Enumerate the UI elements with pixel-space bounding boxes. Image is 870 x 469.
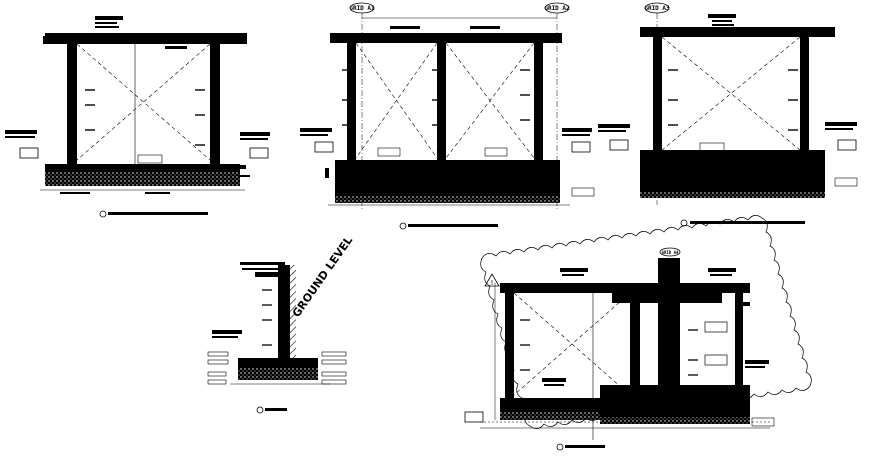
roof-slab [45,33,247,44]
section-1 [5,16,270,218]
wall-footing-detail: GROUND LEVEL [207,234,355,414]
grid-label-a4: GRID A4 [662,250,679,255]
section-3: GRID A3 [598,2,858,227]
right-wall [210,44,220,164]
grid-label-a1: GRID A1 [349,5,375,12]
grid-marker-a1: GRID A1 [349,2,375,14]
grid-label-a2: GRID A2 [544,5,570,12]
ground-level-label: GROUND LEVEL [290,234,355,320]
left-wall [67,44,77,164]
section-4: ! GRID A4 [464,215,812,451]
grid-marker-a2: GRID A2 [544,2,570,14]
grid-label-a3: GRID A3 [644,5,670,12]
revision-triangle: ! [484,273,500,287]
section-2: GRID A1 GRID A2 [300,2,595,230]
grid-marker-a4: GRID A4 [659,247,681,257]
grid-marker-a3: GRID A3 [644,2,670,14]
warning-mark: ! [490,279,494,287]
